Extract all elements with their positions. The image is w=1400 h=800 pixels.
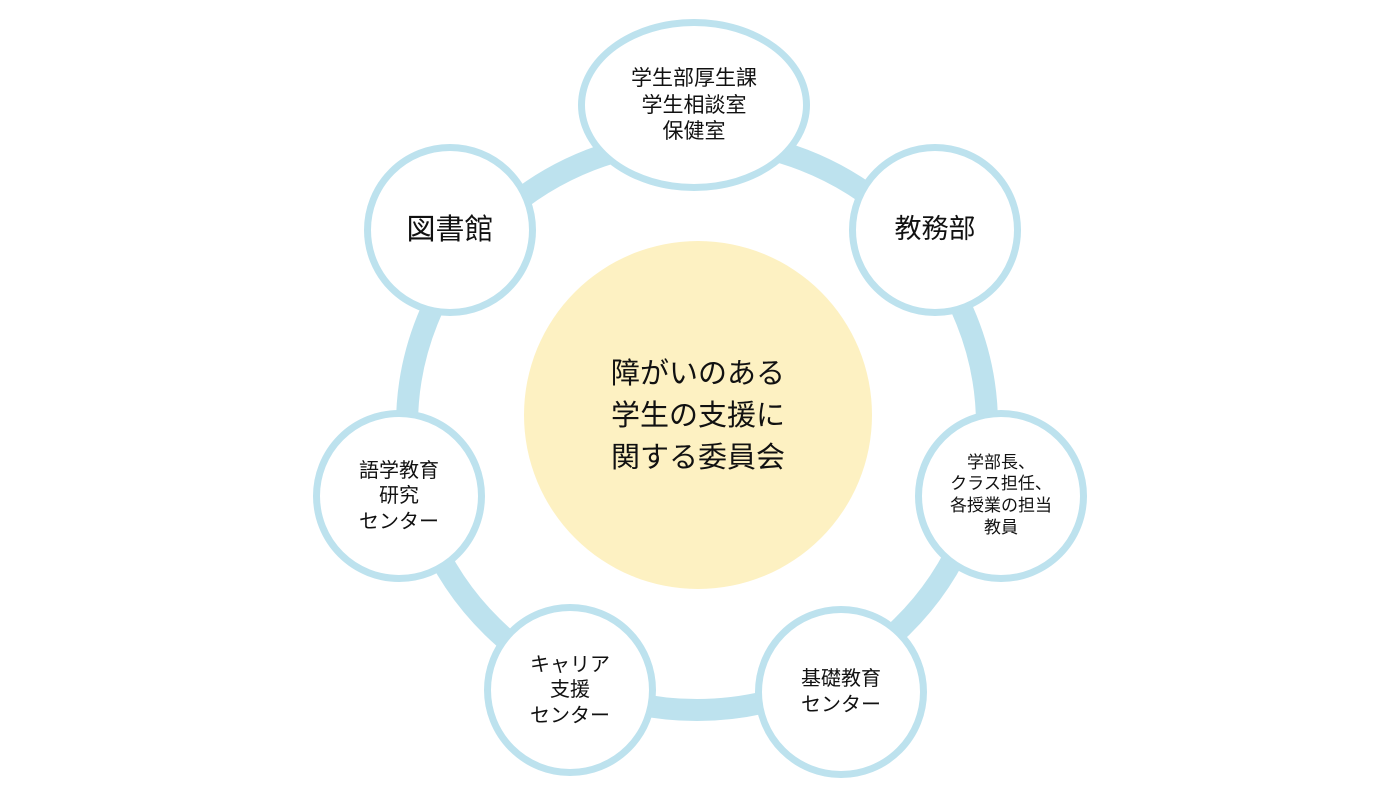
- node-language-education-label: 語学教育 研究 センター: [359, 457, 439, 533]
- committee-center-circle: 障がいのある 学生の支援に 関する委員会: [524, 241, 872, 589]
- node-career-support: キャリア 支援 センター: [484, 604, 656, 776]
- node-library: 図書館: [364, 144, 536, 316]
- node-faculty-label: 学部長、 クラス担任、 各授業の担当 教員: [950, 452, 1052, 538]
- node-academic-affairs-label: 教務部: [894, 213, 976, 245]
- committee-label: 障がいのある 学生の支援に 関する委員会: [610, 355, 785, 475]
- node-academic-affairs: 教務部: [849, 144, 1021, 316]
- node-basic-education-label: 基礎教育 センター: [801, 666, 881, 716]
- node-language-education: 語学教育 研究 センター: [313, 410, 485, 582]
- node-career-support-label: キャリア 支援 センター: [530, 651, 610, 727]
- node-student-affairs: 学生部厚生課 学生相談室 保健室: [578, 19, 810, 191]
- node-basic-education: 基礎教育 センター: [755, 606, 927, 778]
- node-library-label: 図書館: [406, 212, 494, 247]
- node-faculty: 学部長、 クラス担任、 各授業の担当 教員: [915, 410, 1087, 582]
- node-student-affairs-label: 学生部厚生課 学生相談室 保健室: [631, 65, 757, 144]
